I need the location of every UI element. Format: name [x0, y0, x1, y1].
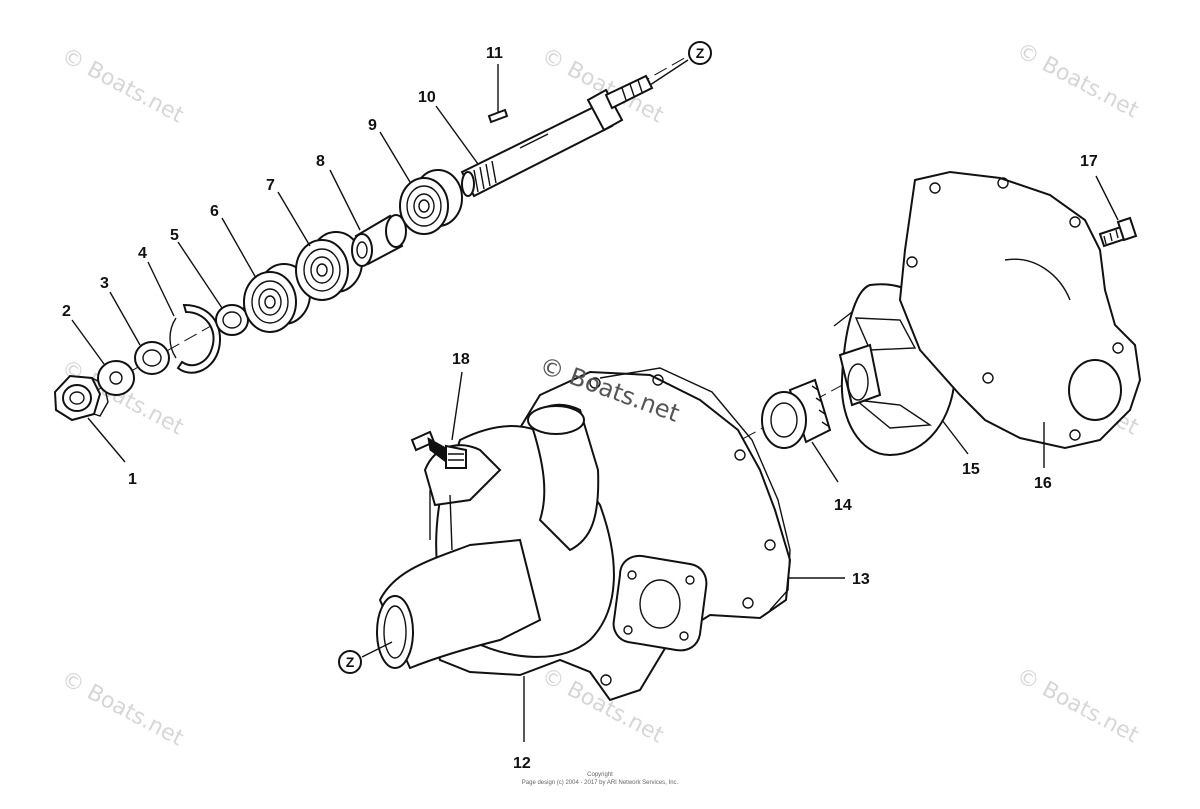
part-9-bearing — [399, 169, 463, 235]
reference-marker-z-top: Z — [649, 41, 712, 86]
part-8-spacer — [351, 214, 407, 267]
callout-18: 18 — [452, 351, 470, 368]
callout-9: 9 — [368, 117, 377, 134]
callout-5: 5 — [170, 227, 179, 244]
reference-marker-z-bottom: Z — [338, 641, 393, 674]
callout-14: 14 — [834, 497, 852, 514]
callout-6: 6 — [210, 203, 219, 220]
part-12-pump-housing — [376, 370, 792, 702]
part-7-bearing — [295, 231, 363, 301]
watermark: © Boats.net — [57, 666, 188, 751]
callout-2: 2 — [62, 303, 71, 320]
callout-17: 17 — [1080, 153, 1098, 170]
watermark: © Boats.net — [1012, 663, 1143, 748]
footer-copyright-line1: Copyright — [587, 772, 613, 778]
callout-7: 7 — [266, 177, 275, 194]
part-2-washer — [97, 360, 135, 396]
callout-4: 4 — [138, 245, 147, 262]
callout-3: 3 — [100, 275, 109, 292]
callout-1: 1 — [128, 471, 137, 488]
callout-10: 10 — [418, 89, 436, 106]
svg-text:Z: Z — [696, 45, 705, 61]
part-5-ring — [215, 304, 249, 336]
watermark: © Boats.net — [57, 43, 188, 128]
part-16-cover-plate — [898, 170, 1142, 450]
part-3-washer — [134, 341, 170, 375]
leader-lines — [71, 64, 1119, 742]
callout-16: 16 — [1034, 475, 1052, 492]
callout-11: 11 — [486, 45, 503, 62]
callout-15: 15 — [962, 461, 980, 478]
part-18-fitting — [410, 430, 467, 469]
part-10-shaft — [460, 74, 654, 198]
part-11-key — [487, 108, 509, 124]
part-4-snap-ring — [169, 303, 221, 374]
callout-8: 8 — [316, 153, 325, 170]
callout-13: 13 — [852, 571, 870, 588]
svg-text:Z: Z — [346, 654, 355, 670]
part-1-nut — [53, 374, 109, 422]
part-13-gasket — [599, 367, 791, 611]
callout-12: 12 — [513, 755, 531, 772]
footer-copyright-line2: Page design (c) 2004 - 2017 by ARI Netwo… — [522, 780, 679, 786]
part-14-seal — [761, 378, 832, 449]
callout-labels: 1 2 3 4 5 6 7 8 9 10 11 12 13 14 15 16 1… — [62, 45, 1098, 772]
watermark: © Boats.net — [1012, 38, 1143, 123]
part-17-bolt — [1098, 216, 1138, 248]
